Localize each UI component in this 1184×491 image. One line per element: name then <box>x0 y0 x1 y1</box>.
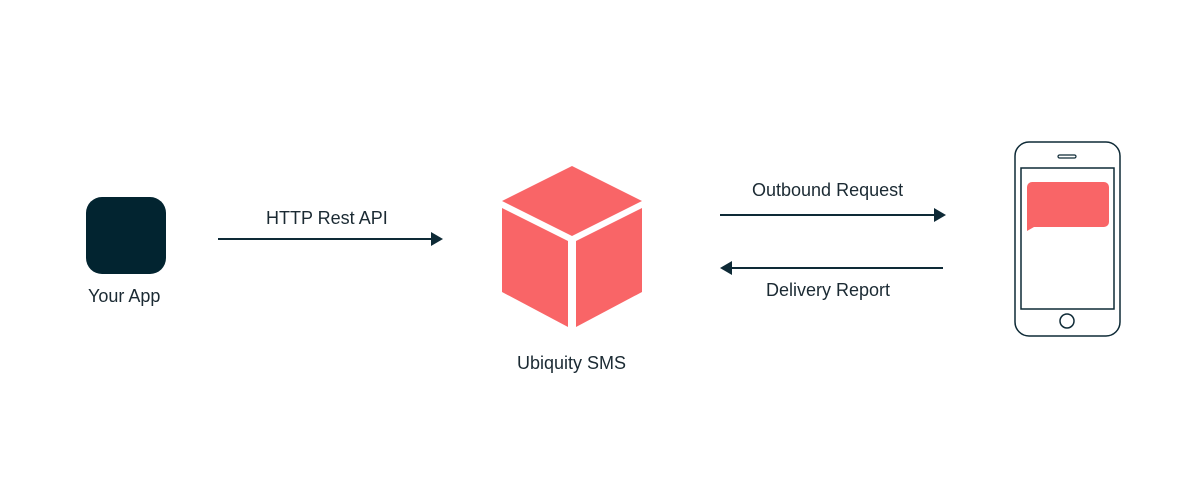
app-icon <box>86 197 166 274</box>
outbound-label: Outbound Request <box>752 180 904 200</box>
smartphone-icon <box>1014 141 1121 337</box>
message-bubble-icon <box>1027 182 1109 231</box>
outbound-arrow <box>720 208 946 222</box>
delivery-arrow <box>720 261 943 275</box>
delivery-label: Delivery Report <box>766 280 891 300</box>
http-label: HTTP Rest API <box>266 208 388 228</box>
cube-icon <box>502 166 642 327</box>
http-arrow <box>218 232 443 246</box>
service-label: Ubiquity SMS <box>517 353 627 373</box>
app-label: Your App <box>88 286 161 306</box>
